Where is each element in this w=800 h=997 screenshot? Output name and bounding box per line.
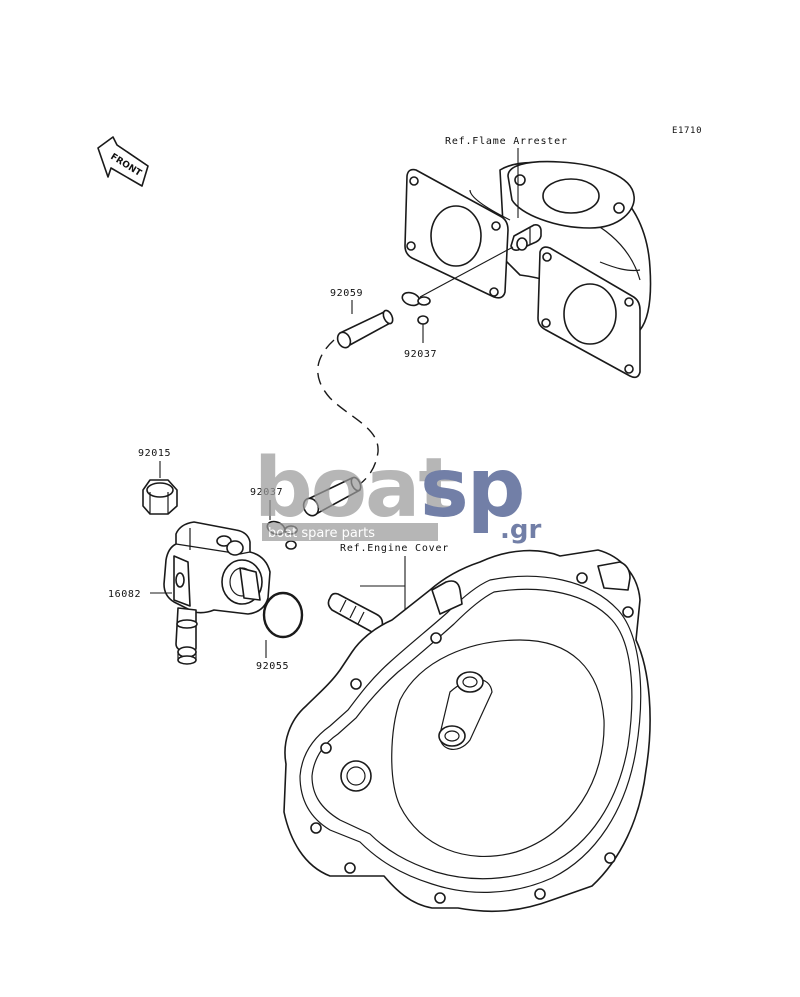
part-number-92015: 92015 bbox=[138, 448, 171, 459]
o-ring bbox=[262, 591, 304, 639]
front-arrow-icon: FRONT bbox=[97, 136, 149, 187]
part-number-92055: 92055 bbox=[256, 661, 289, 672]
watermark-domain: .gr bbox=[500, 515, 541, 545]
brand-watermark: boat sp .gr boat spare parts bbox=[254, 441, 541, 545]
hose-routing-line bbox=[317, 339, 379, 485]
engine-cover bbox=[283, 549, 651, 913]
fuel-pump-assembly bbox=[163, 521, 271, 665]
hose-lower bbox=[302, 476, 362, 517]
cap-nut bbox=[142, 479, 178, 515]
part-number-92037-mid: 92037 bbox=[250, 487, 283, 498]
part-number-92059: 92059 bbox=[330, 288, 363, 299]
ref-engine-cover-label: Ref.Engine Cover bbox=[340, 543, 449, 554]
part-number-16082: 16082 bbox=[108, 589, 141, 600]
watermark-brand-a: boat bbox=[254, 441, 456, 536]
hose-upper bbox=[336, 309, 394, 349]
part-number-92037-top: 92037 bbox=[404, 349, 437, 360]
hose-clip-top bbox=[401, 291, 431, 325]
ref-flame-arrester-label: Ref.Flame Arrester bbox=[445, 136, 568, 147]
engine-cover-stud bbox=[327, 592, 384, 634]
watermark-tagline: boat spare parts bbox=[268, 526, 375, 541]
watermark-brand-b: sp bbox=[420, 441, 524, 536]
flame-arrester-manifold bbox=[404, 160, 652, 379]
diagram-code: E1710 bbox=[672, 126, 702, 136]
